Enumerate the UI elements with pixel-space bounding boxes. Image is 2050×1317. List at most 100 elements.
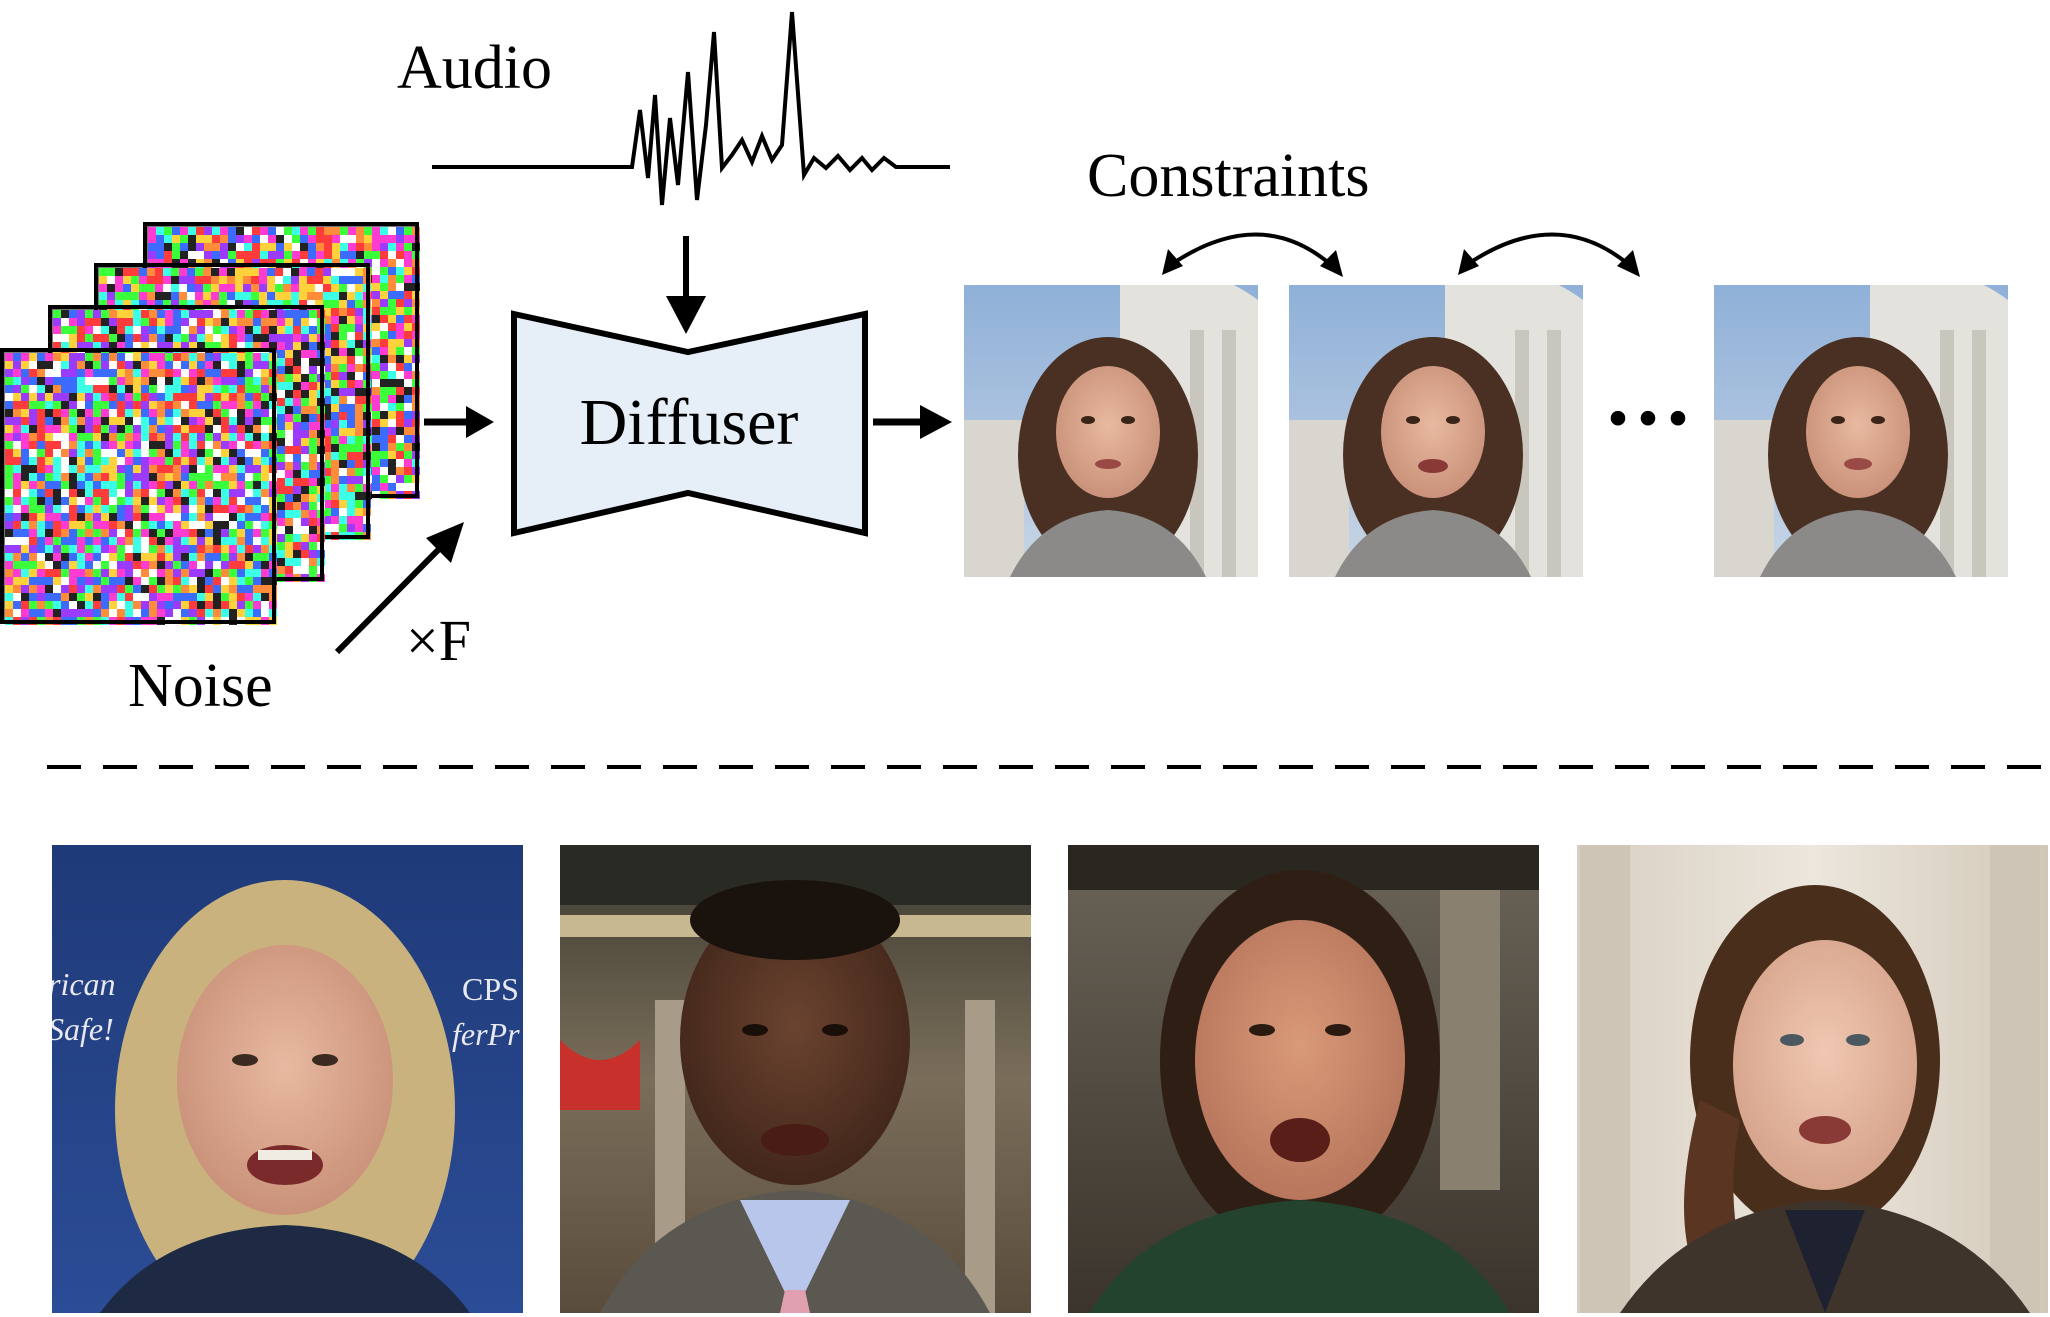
noise-pixel: [213, 465, 221, 473]
noise-diagonal-arrow-shaft: [334, 540, 448, 655]
noise-pixel: [181, 521, 189, 529]
noise-pixel: [164, 227, 172, 235]
noise-pixel: [347, 508, 355, 516]
noise-pixel: [93, 497, 101, 505]
noise-pixel: [157, 457, 165, 465]
noise-pixel: [29, 593, 37, 601]
noise-pixel: [133, 449, 141, 457]
noise-pixel: [141, 318, 149, 326]
noise-pixel: [13, 601, 21, 609]
noise-pixel: [355, 428, 363, 436]
noise-pixel: [276, 251, 284, 259]
noise-pixel: [29, 537, 37, 545]
noise-pixel: [181, 377, 189, 385]
noise-pixel: [388, 403, 396, 411]
noise-pixel: [165, 385, 173, 393]
noise-pixel: [5, 369, 13, 377]
noise-pixel: [101, 401, 109, 409]
noise-pixel: [77, 561, 85, 569]
noise-pixel: [13, 497, 21, 505]
noise-pixel: [197, 417, 205, 425]
noise-pixel: [189, 433, 197, 441]
noise-pixel: [101, 593, 109, 601]
noise-pixel: [141, 353, 149, 361]
noise-pixel: [221, 334, 229, 342]
noise-pixel: [323, 396, 331, 404]
noise-pixel: [396, 459, 404, 467]
noise-pixel: [173, 353, 181, 361]
noise-pixel: [220, 227, 228, 235]
noise-pixel: [388, 459, 396, 467]
noise-pixel: [29, 385, 37, 393]
noise-pixel: [237, 497, 245, 505]
noise-pixel: [157, 401, 165, 409]
noise-pixel: [309, 414, 317, 422]
noise-pixel: [77, 537, 85, 545]
noise-pixel: [308, 243, 316, 251]
noise-pixel: [283, 300, 291, 308]
noise-pixel: [77, 609, 85, 617]
noise-pixel: [109, 342, 117, 350]
noise-pixel: [189, 593, 197, 601]
noise-pixel: [213, 457, 221, 465]
noise-pixel: [165, 553, 173, 561]
noise-pixel: [331, 268, 339, 276]
noise-pixel: [69, 473, 77, 481]
noise-pixel: [157, 481, 165, 489]
noise-pixel: [213, 529, 221, 537]
noise-pixel: [133, 545, 141, 553]
noise-pixel: [253, 449, 261, 457]
noise-pixel: [323, 420, 331, 428]
noise-pixel: [181, 433, 189, 441]
noise-pixel: [229, 537, 237, 545]
noise-pixel: [219, 284, 227, 292]
noise-pixel: [117, 513, 125, 521]
noise-pixel: [229, 609, 237, 617]
noise-pixel: [245, 465, 253, 473]
noise-pixel: [109, 601, 117, 609]
noise-pixel: [173, 433, 181, 441]
diffuser-to-frames-head: [920, 405, 952, 439]
noise-pixel: [253, 561, 261, 569]
noise-pixel: [229, 513, 237, 521]
noise-pixel: [53, 425, 61, 433]
noise-pixel: [323, 508, 331, 516]
noise-pixel: [339, 444, 347, 452]
noise-pixel: [388, 363, 396, 371]
noise-pixel: [77, 318, 85, 326]
noise-pixel: [301, 558, 309, 566]
noise-pixel: [221, 601, 229, 609]
noise-pixel: [13, 473, 21, 481]
noise-pixel: [301, 406, 309, 414]
noise-pixel: [323, 300, 331, 308]
noise-pixel: [197, 489, 205, 497]
noise-pixel: [101, 342, 109, 350]
noise-pixel: [45, 449, 53, 457]
noise-pixel: [29, 449, 37, 457]
audio-arrow-head: [666, 296, 706, 334]
noise-pixel: [181, 577, 189, 585]
noise-pixel: [388, 379, 396, 387]
noise-pixel: [261, 353, 269, 361]
noise-pixel: [45, 537, 53, 545]
noise-pixel: [197, 326, 205, 334]
noise-pixel: [21, 457, 29, 465]
noise-pixel: [141, 433, 149, 441]
noise-pixel: [173, 326, 181, 334]
noise-pixel: [245, 310, 253, 318]
noise-pixel: [388, 251, 396, 259]
noise-pixel: [372, 299, 380, 307]
noise-pixel: [204, 243, 212, 251]
noise-pixel: [61, 569, 69, 577]
noise-pixel: [109, 529, 117, 537]
noise-pixel: [261, 465, 269, 473]
noise-pixel: [245, 553, 253, 561]
noise-pixel: [347, 484, 355, 492]
noise-pixel: [13, 377, 21, 385]
noise-pixel: [356, 243, 364, 251]
noise-pixel: [21, 449, 29, 457]
noise-pixel: [372, 267, 380, 275]
noise-pixel: [253, 585, 261, 593]
noise-pixel: [37, 425, 45, 433]
noise-pixel: [173, 409, 181, 417]
